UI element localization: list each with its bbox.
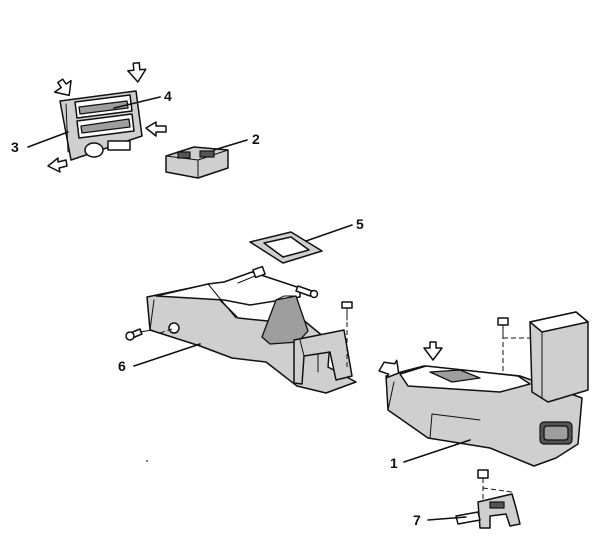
callout-6: 6 (118, 358, 126, 374)
callout-4: 4 (164, 88, 172, 104)
callout-labels: 1 2 3 4 5 6 7 (11, 88, 421, 528)
callout-2: 2 (252, 131, 260, 147)
leader-lines (27, 96, 471, 521)
bezel-panel (59, 90, 143, 161)
callout-7: 7 (413, 512, 421, 528)
rear-console-arrows (378, 341, 443, 379)
callout-5: 5 (356, 216, 364, 232)
dashed-fastener-guides (159, 322, 532, 500)
rear-console (385, 311, 589, 467)
console-screws (125, 265, 353, 341)
front-console (146, 271, 357, 394)
stray-mark (146, 460, 148, 462)
mounting-bracket (455, 469, 521, 529)
callout-3: 3 (11, 139, 19, 155)
rear-console-screw (497, 317, 509, 335)
callout-1: 1 (390, 455, 398, 471)
mounting-clip-arrows (47, 62, 167, 173)
shift-trim-ring (249, 231, 323, 264)
switch-unit (165, 146, 229, 179)
